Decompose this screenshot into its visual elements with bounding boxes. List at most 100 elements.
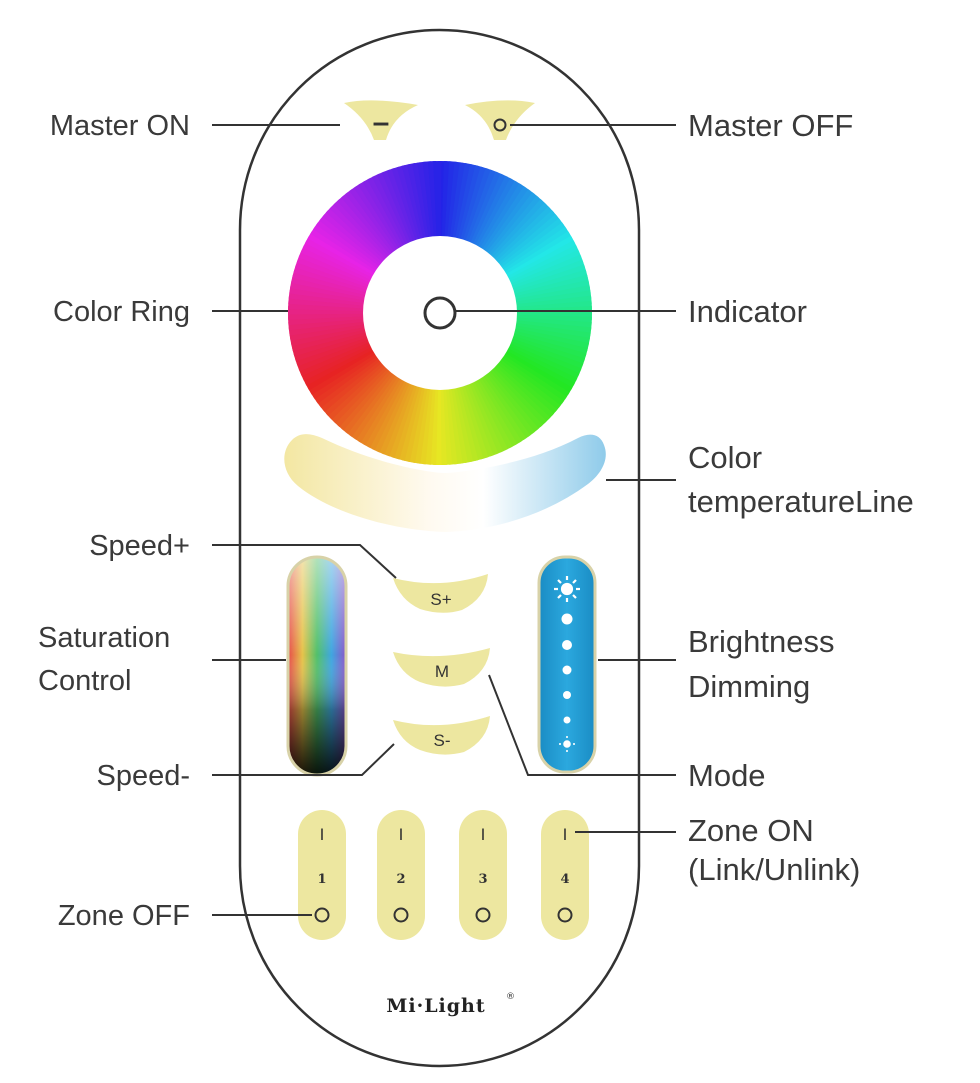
color-ring-segment[interactable] bbox=[292, 330, 368, 357]
zone-2[interactable]: I 2 bbox=[377, 810, 425, 940]
color-ring-segment[interactable] bbox=[512, 269, 588, 296]
color-ring-segment[interactable] bbox=[452, 387, 474, 463]
color-ring-segment[interactable] bbox=[345, 372, 396, 437]
color-ring-segment[interactable] bbox=[444, 388, 458, 465]
color-ring-segment[interactable] bbox=[462, 384, 494, 459]
color-ring-segment[interactable] bbox=[481, 374, 531, 440]
color-ring-segment[interactable] bbox=[319, 214, 383, 267]
color-ring-segment[interactable] bbox=[319, 359, 383, 412]
color-ring-segment[interactable] bbox=[291, 328, 367, 352]
color-ring[interactable] bbox=[287, 161, 592, 465]
color-ring-segment[interactable] bbox=[333, 367, 390, 427]
color-ring-segment[interactable] bbox=[294, 335, 369, 367]
color-ring-segment[interactable] bbox=[497, 214, 561, 267]
color-ring-segment[interactable] bbox=[484, 372, 535, 437]
color-ring-segment[interactable] bbox=[296, 338, 370, 372]
speed-minus-button[interactable] bbox=[393, 716, 490, 755]
color-ring-segment[interactable] bbox=[386, 167, 418, 242]
color-ring-segment[interactable] bbox=[515, 295, 592, 309]
color-ring-segment[interactable] bbox=[490, 199, 547, 259]
color-ring-segment[interactable] bbox=[467, 382, 504, 455]
color-ring-segment[interactable] bbox=[470, 380, 508, 453]
color-ring-segment[interactable] bbox=[316, 218, 381, 269]
color-ring-segment[interactable] bbox=[401, 164, 425, 240]
color-ring-segment[interactable] bbox=[506, 240, 578, 281]
color-ring-segment[interactable] bbox=[326, 363, 386, 420]
color-ring-segment[interactable] bbox=[316, 357, 381, 408]
color-ring-segment[interactable] bbox=[288, 317, 365, 331]
color-ring-segment[interactable] bbox=[481, 186, 531, 252]
color-ring-segment[interactable] bbox=[417, 161, 433, 238]
color-ring-segment[interactable] bbox=[302, 345, 374, 386]
color-ring-segment[interactable] bbox=[313, 354, 379, 404]
color-ring-segment[interactable] bbox=[484, 189, 535, 254]
brightness-dimming[interactable] bbox=[537, 555, 597, 774]
color-ring-segment[interactable] bbox=[499, 357, 564, 408]
color-ring-segment[interactable] bbox=[293, 333, 368, 362]
color-ring-segment[interactable] bbox=[477, 377, 522, 446]
color-ring-segment[interactable] bbox=[290, 325, 366, 347]
color-ring-segment[interactable] bbox=[505, 235, 575, 278]
color-temperature-line[interactable] bbox=[284, 434, 606, 532]
color-ring-segment[interactable] bbox=[337, 368, 392, 431]
color-ring-segment[interactable] bbox=[501, 354, 567, 404]
color-ring-segment[interactable] bbox=[497, 359, 561, 412]
color-ring-segment[interactable] bbox=[372, 173, 410, 246]
color-ring-segment[interactable] bbox=[495, 361, 558, 416]
color-ring-segment[interactable] bbox=[313, 222, 379, 272]
color-ring-segment[interactable] bbox=[349, 186, 399, 252]
color-ring-segment[interactable] bbox=[391, 166, 420, 241]
color-ring-segment[interactable] bbox=[460, 385, 489, 460]
color-ring-segment[interactable] bbox=[486, 370, 539, 434]
color-ring-segment[interactable] bbox=[475, 378, 518, 448]
color-ring-segment[interactable] bbox=[472, 379, 513, 451]
color-ring-segment[interactable] bbox=[300, 343, 373, 381]
color-ring-segment[interactable] bbox=[465, 383, 499, 457]
color-ring-segment[interactable] bbox=[362, 178, 405, 248]
color-ring-segment[interactable] bbox=[495, 210, 558, 265]
color-ring-segment[interactable] bbox=[412, 162, 431, 239]
color-ring-segment[interactable] bbox=[381, 169, 415, 243]
color-ring-segment[interactable] bbox=[322, 210, 385, 265]
zone-3[interactable]: I 3 bbox=[459, 810, 507, 940]
color-ring-segment[interactable] bbox=[494, 206, 554, 263]
color-ring-segment[interactable] bbox=[406, 163, 428, 239]
color-ring-segment[interactable] bbox=[457, 385, 484, 461]
color-ring-segment[interactable] bbox=[289, 322, 366, 341]
zone-4[interactable]: I 4 bbox=[541, 810, 589, 940]
color-ring-segment[interactable] bbox=[488, 368, 543, 431]
color-ring-segment[interactable] bbox=[329, 202, 388, 261]
color-ring-segment[interactable] bbox=[433, 161, 442, 238]
color-ring-segment[interactable] bbox=[305, 348, 375, 391]
color-ring-segment[interactable] bbox=[507, 245, 580, 283]
color-ring-segment[interactable] bbox=[337, 195, 392, 258]
color-ring-segment[interactable] bbox=[455, 386, 479, 462]
zone-1[interactable]: I 1 bbox=[298, 810, 346, 940]
color-ring-segment[interactable] bbox=[358, 180, 403, 249]
color-ring-segment[interactable] bbox=[449, 387, 468, 464]
color-ring-segment[interactable] bbox=[341, 192, 394, 256]
speed-plus-button[interactable] bbox=[393, 574, 488, 613]
color-ring-segment[interactable] bbox=[499, 218, 564, 269]
saturation-control[interactable] bbox=[286, 555, 348, 777]
color-ring-segment[interactable] bbox=[447, 388, 463, 465]
color-ring-segment[interactable] bbox=[490, 367, 547, 427]
color-ring-segment[interactable] bbox=[322, 361, 385, 416]
color-ring-segment[interactable] bbox=[509, 249, 582, 286]
color-ring-segment[interactable] bbox=[502, 226, 570, 274]
color-ring-segment[interactable] bbox=[501, 222, 567, 272]
color-ring-segment[interactable] bbox=[510, 254, 584, 288]
color-ring-segment[interactable] bbox=[333, 199, 390, 259]
color-ring-segment[interactable] bbox=[349, 374, 399, 440]
color-ring-segment[interactable] bbox=[494, 363, 554, 420]
color-ring-segment[interactable] bbox=[492, 202, 551, 261]
color-ring-segment[interactable] bbox=[288, 320, 365, 336]
color-ring-segment[interactable] bbox=[422, 161, 436, 238]
mode-button[interactable] bbox=[393, 648, 490, 687]
color-ring-segment[interactable] bbox=[511, 259, 586, 291]
color-ring-segment[interactable] bbox=[329, 365, 388, 424]
color-ring-segment[interactable] bbox=[345, 189, 396, 254]
master-on-button[interactable] bbox=[344, 100, 418, 140]
color-ring-segment[interactable] bbox=[479, 375, 527, 443]
color-ring-segment[interactable] bbox=[298, 340, 371, 377]
